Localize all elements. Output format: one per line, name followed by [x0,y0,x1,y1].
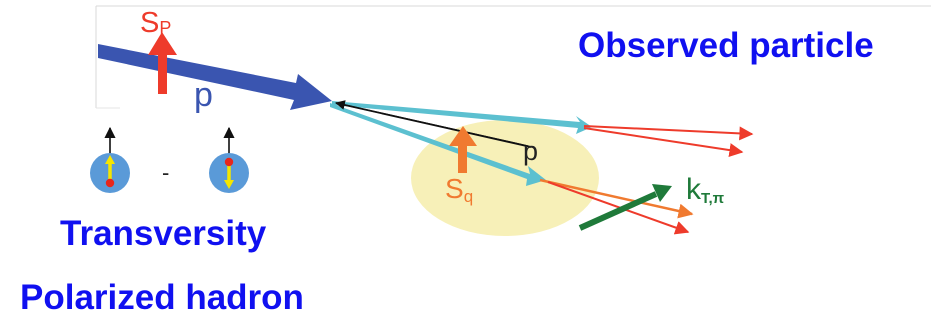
fragmentation-region [411,120,599,236]
quark-spin-letter: S [445,173,464,204]
proton-spin-label: SP [140,7,171,39]
observed-hadron-arrow-2 [583,127,744,158]
quark-spin-label: Sq [445,173,473,206]
proton-spin-subscript: P [159,18,171,38]
quark-spin-arrow [449,126,477,173]
quark-momentum-label: p [523,136,538,166]
proton-momentum-arrow [98,44,332,110]
kt-arrow [578,184,672,231]
pion-arrow-orange [539,178,694,219]
observed-hadron-arrow-1 [583,125,754,141]
quark-spin-subscript: q [464,187,473,206]
kt-label: kT,π [686,173,725,207]
proton-spin-arrow [148,32,177,94]
observed-particle-label: Observed particle [578,26,874,65]
upper-cyan-track [332,101,592,134]
transversity-label: Transversity [60,214,267,253]
quark-momentum-arrowhead [335,100,529,147]
polarized-hadron-label: Polarized hadron [20,278,304,317]
minus-sign: - [162,160,169,185]
kt-subscript: T,π [701,190,725,207]
lower-cyan-track [330,103,546,186]
kt-letter: k [686,173,702,206]
hadron-spin-up [90,126,130,193]
proton-spin-letter: S [140,7,159,39]
proton-momentum-label: p [194,76,213,114]
hadron-spin-down [209,126,249,193]
pion-arrow-red [547,181,690,235]
